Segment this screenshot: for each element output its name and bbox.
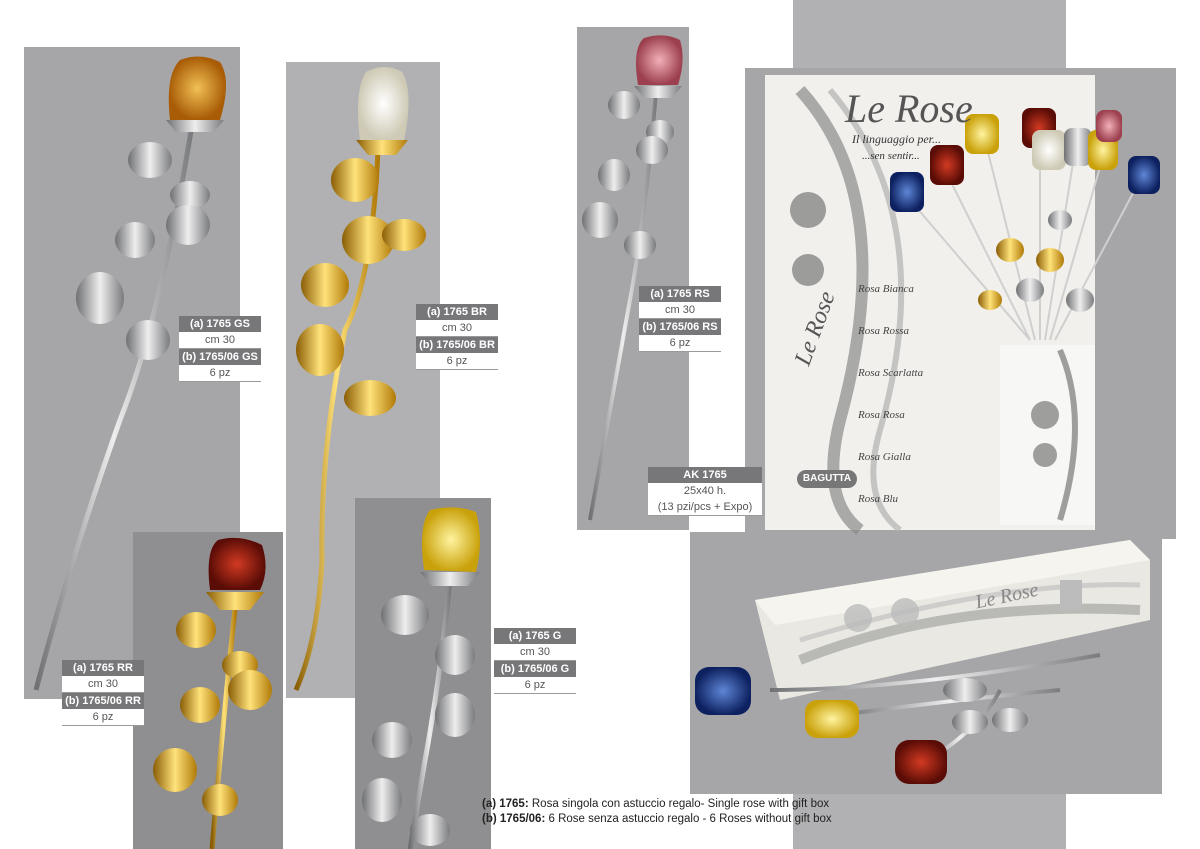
display-card-color-item: Rosa Gialla <box>858 451 911 463</box>
display-card-color-item: Rosa Rossa <box>858 325 910 337</box>
product-code-a: (a) 1765 GS <box>179 316 261 332</box>
product-label-br: (a) 1765 BR cm 30 (b) 1765/06 BR 6 pz <box>416 304 498 370</box>
product-code-a: (a) 1765 RS <box>639 286 721 302</box>
caption-line-a: (a) 1765: Rosa singola con astuccio rega… <box>482 797 832 812</box>
caption: (a) 1765: Rosa singola con astuccio rega… <box>482 797 832 827</box>
display-code: AK 1765 <box>648 467 762 483</box>
gift-box-image <box>695 540 1150 784</box>
product-code-b: (b) 1765/06 RS <box>639 319 721 335</box>
caption-text-b: 6 Rose senza astuccio regalo - 6 Roses w… <box>545 813 832 825</box>
display-bouquet-image <box>890 108 1160 341</box>
product-code-b: (b) 1765/06 RR <box>62 693 144 709</box>
product-label-rr: (a) 1765 RR cm 30 (b) 1765/06 RR 6 pz <box>62 660 144 726</box>
caption-code-a: (a) 1765: <box>482 798 529 810</box>
product-size: cm 30 <box>639 302 721 319</box>
product-code-a: (a) 1765 RR <box>62 660 144 676</box>
display-card-color-list: Rosa Bianca Rosa Rossa Rosa Scarlatta Ro… <box>858 268 923 520</box>
product-code-a: (a) 1765 BR <box>416 304 498 320</box>
product-code-a: (a) 1765 G <box>494 628 576 644</box>
rose-br-image <box>293 67 426 692</box>
display-card-title: Le Rose <box>845 86 973 131</box>
rose-rs-image <box>582 35 683 521</box>
product-size: cm 30 <box>179 332 261 349</box>
caption-line-b: (b) 1765/06: 6 Rose senza astuccio regal… <box>482 812 832 827</box>
product-pieces: 6 pz <box>639 335 721 352</box>
caption-code-b: (b) 1765/06: <box>482 813 546 825</box>
product-size: cm 30 <box>416 320 498 337</box>
display-product-label: AK 1765 25x40 h. (13 pzi/pcs + Expo) <box>648 467 762 516</box>
display-card-subtitle-1: Il linguaggio per... <box>852 132 941 146</box>
display-card-color-item: Rosa Rosa <box>858 409 905 421</box>
product-pieces: 6 pz <box>494 677 576 694</box>
display-card-brand-logo: BAGUTTA <box>797 470 857 488</box>
display-card-color-item: Rosa Scarlatta <box>858 367 924 379</box>
rose-g-image <box>362 507 480 849</box>
product-size: cm 30 <box>62 676 144 693</box>
caption-text-a: Rosa singola con astuccio regalo- Single… <box>528 798 830 810</box>
product-pieces: 6 pz <box>416 353 498 370</box>
product-code-b: (b) 1765/06 G <box>494 661 576 677</box>
display-pieces: (13 pzi/pcs + Expo) <box>648 499 762 516</box>
product-label-g: (a) 1765 G cm 30 (b) 1765/06 G 6 pz <box>494 628 576 694</box>
product-label-rs: (a) 1765 RS cm 30 (b) 1765/06 RS 6 pz <box>639 286 721 352</box>
display-card-color-item: Rosa Blu <box>858 493 899 505</box>
rose-rr-image <box>153 537 272 849</box>
rose-gs-image <box>33 56 226 691</box>
display-size: 25x40 h. <box>648 483 762 499</box>
product-code-b: (b) 1765/06 BR <box>416 337 498 353</box>
product-code-b: (b) 1765/06 GS <box>179 349 261 365</box>
display-card-color-item: Rosa Bianca <box>858 283 914 295</box>
product-label-gs: (a) 1765 GS cm 30 (b) 1765/06 GS 6 pz <box>179 316 261 382</box>
product-pieces: 6 pz <box>62 709 144 726</box>
product-size: cm 30 <box>494 644 576 661</box>
product-pieces: 6 pz <box>179 365 261 382</box>
display-card-subtitle-2: ...sen sentir... <box>862 150 920 162</box>
